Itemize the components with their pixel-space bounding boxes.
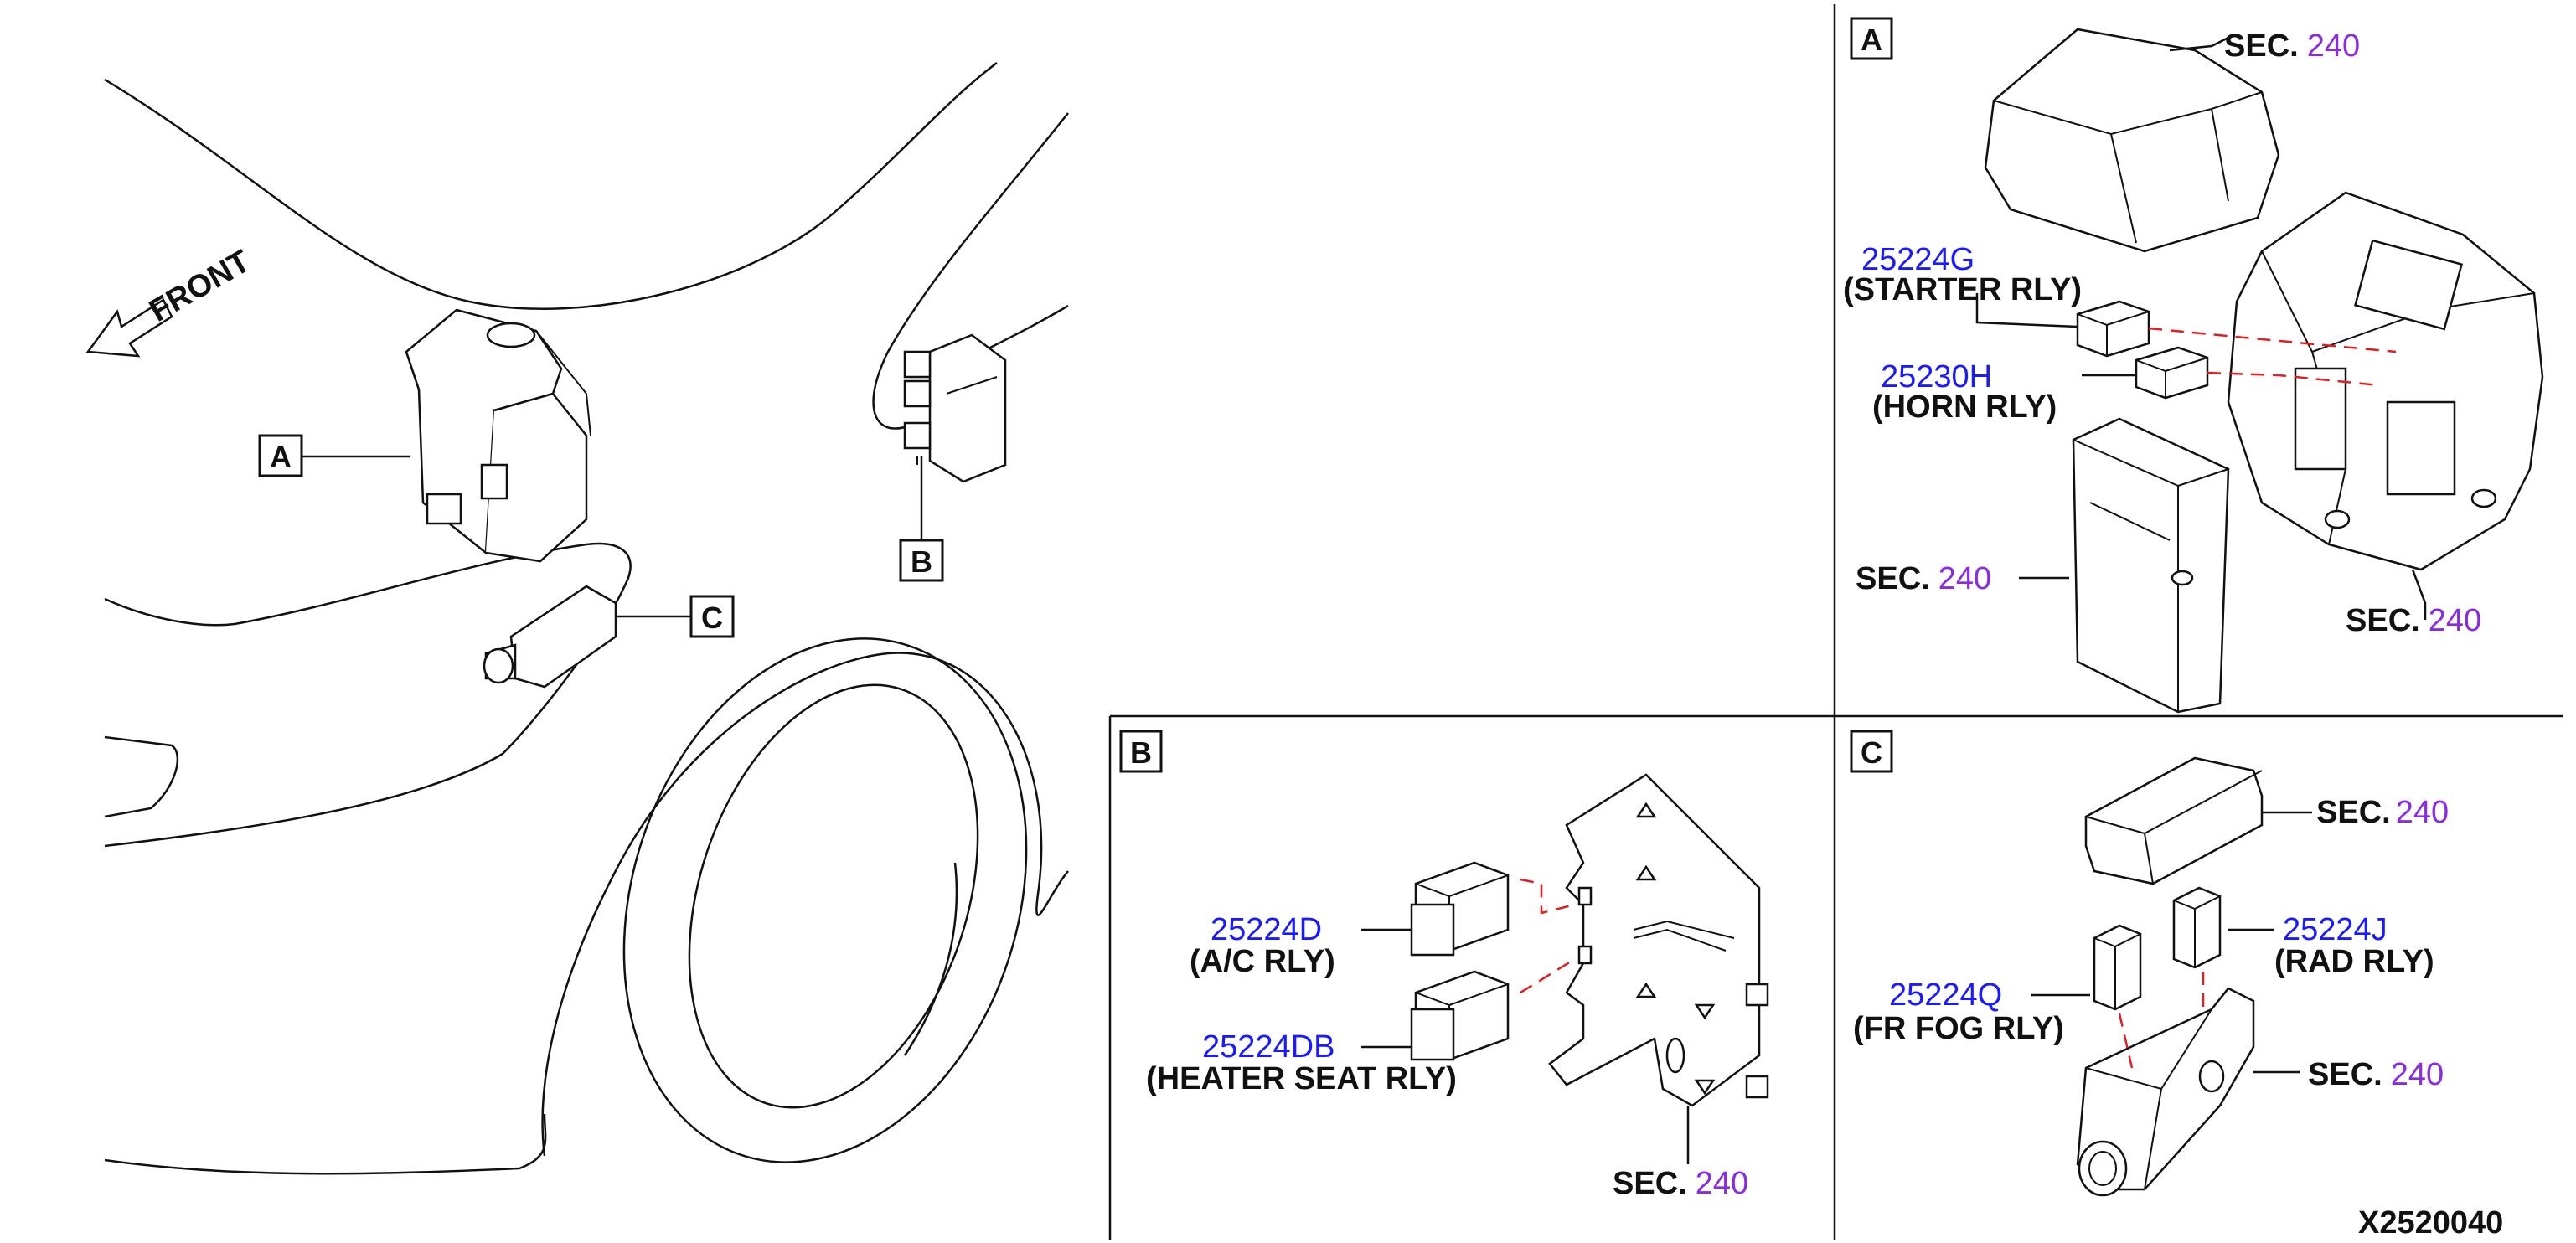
part-number-25224q: 25224Q bbox=[1889, 977, 2002, 1013]
horn-relay bbox=[2135, 346, 2209, 400]
heater-seat-relay bbox=[1410, 970, 1510, 1061]
relay-bracket-b-overview bbox=[903, 333, 1007, 483]
panel-b-sec: SEC.240 bbox=[1613, 1166, 1748, 1201]
relay-box-a-overview bbox=[405, 308, 591, 563]
part-name-heater-seat-rly: (HEATER SEAT RLY) bbox=[1146, 1061, 1457, 1096]
fr-fog-relay bbox=[2093, 924, 2142, 1011]
panel-dividers bbox=[1108, 4, 2563, 1240]
diagram-code: X2520040 bbox=[2358, 1205, 2503, 1240]
rad-relay bbox=[2172, 886, 2222, 969]
relay-box-base bbox=[2076, 987, 2255, 1197]
relay-bracket bbox=[1548, 773, 1769, 1107]
part-name-ac-rly: (A/C RLY) bbox=[1190, 944, 1335, 979]
panel-a-sec-top: SEC.240 bbox=[2224, 28, 2360, 64]
callout-a-letter: A bbox=[270, 440, 292, 474]
callout-c-letter: C bbox=[701, 601, 723, 635]
callout-b-letter: B bbox=[911, 544, 932, 579]
panel-b-letter: B bbox=[1130, 735, 1152, 770]
panel-a-box bbox=[1850, 17, 1893, 60]
panel-a-letter: A bbox=[1861, 23, 1882, 57]
part-number-25224db: 25224DB bbox=[1202, 1029, 1334, 1065]
panel-b: B bbox=[1119, 730, 1769, 1201]
ac-relay bbox=[1410, 861, 1510, 957]
panel-c-box bbox=[1850, 730, 1893, 773]
part-name-starter-rly: (STARTER RLY) bbox=[1843, 272, 2082, 307]
front-arrow-icon bbox=[85, 298, 173, 358]
starter-relay bbox=[2076, 300, 2150, 358]
part-number-25224d: 25224D bbox=[1211, 912, 1322, 947]
callout-box-b bbox=[899, 539, 944, 582]
vehicle-overview: FRONT A bbox=[85, 62, 1069, 1175]
panel-c-letter: C bbox=[1861, 735, 1882, 770]
panel-c-sec-top: SEC.240 bbox=[2316, 795, 2449, 830]
part-number-25224g: 25224G bbox=[1861, 242, 1975, 277]
part-number-25224j: 25224J bbox=[2283, 912, 2388, 947]
part-number-25230h: 25230H bbox=[1881, 359, 1992, 395]
panel-a: A bbox=[1843, 17, 2544, 714]
part-name-fr-fog-rly: (FR FOG RLY) bbox=[1853, 1011, 2064, 1046]
panel-c-sec-bottom: SEC.240 bbox=[2308, 1057, 2444, 1092]
panel-a-sec-bottom: SEC.240 bbox=[2346, 603, 2481, 638]
part-name-horn-rly: (HORN RLY) bbox=[1872, 389, 2057, 425]
fuse-box-cover bbox=[1984, 28, 2280, 253]
panel-c: C bbox=[1850, 730, 2449, 1197]
relay-box-cover bbox=[2084, 756, 2264, 885]
front-label: FRONT bbox=[144, 244, 256, 329]
part-name-rad-rly: (RAD RLY) bbox=[2274, 944, 2434, 979]
relay-box-c-overview bbox=[483, 585, 617, 689]
panel-b-box bbox=[1119, 730, 1163, 773]
panel-a-sec-left: SEC.240 bbox=[1856, 561, 1991, 596]
control-module bbox=[2072, 417, 2230, 714]
fuse-box-body bbox=[2227, 191, 2544, 571]
